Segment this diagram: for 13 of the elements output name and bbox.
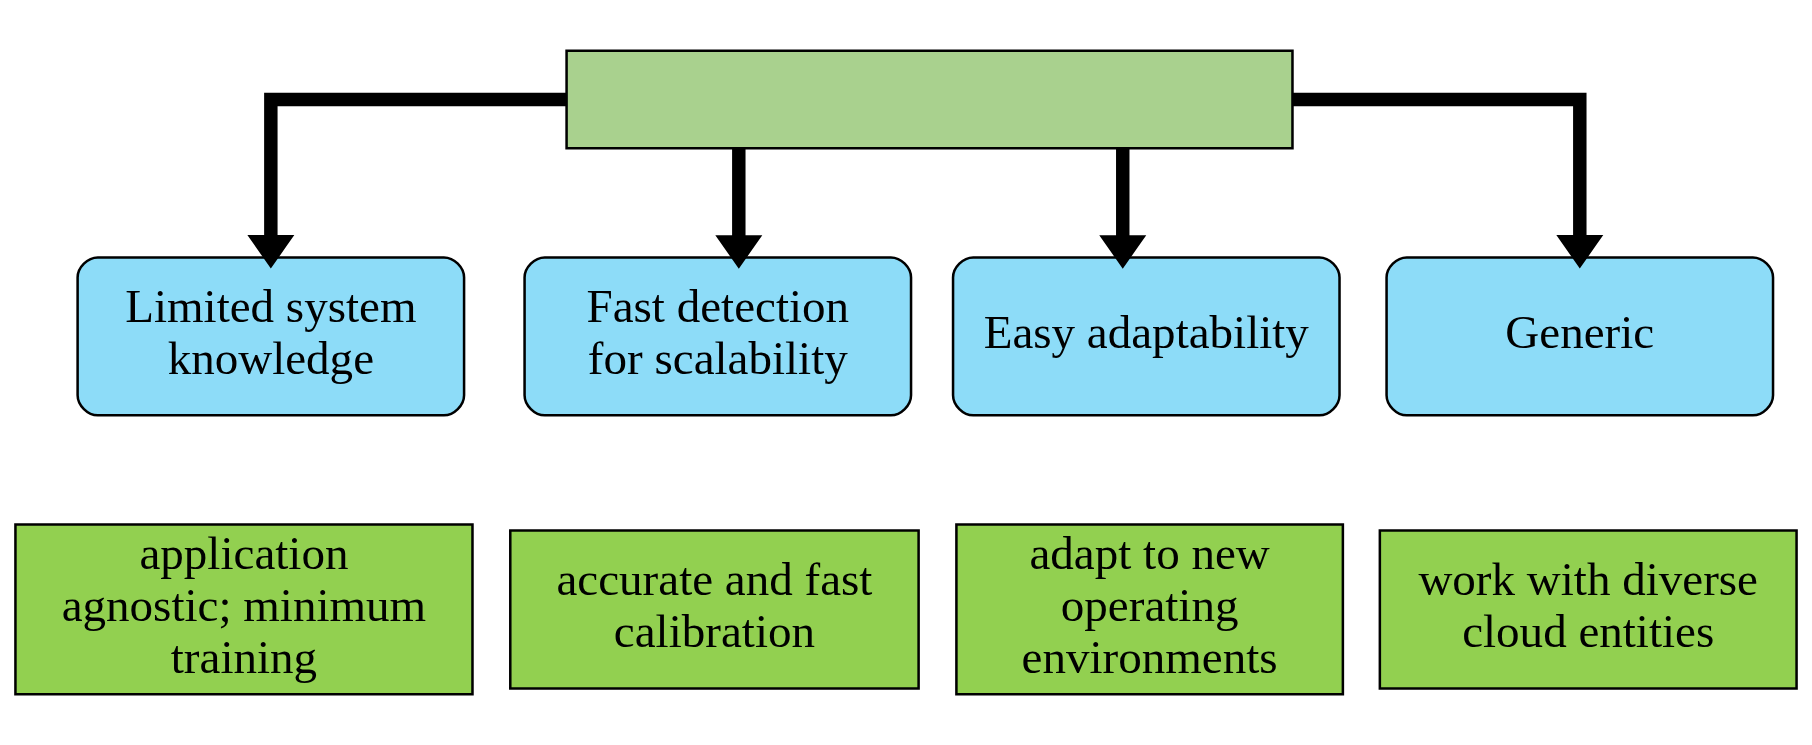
arrow [1099,148,1147,269]
node-box [565,49,1294,150]
node-box: Generic [1385,256,1775,417]
node-box: Fast detection for scalability [523,256,913,417]
arrow [247,92,567,269]
node-box: application agnostic; minimum training [14,523,474,696]
arrow [1292,92,1604,269]
node-box: work with diverse cloud entities [1378,529,1798,690]
node-box: Easy adaptability [951,256,1341,417]
node-box: adapt to new operating environments [955,523,1345,696]
node-box: Limited system knowledge [76,256,466,417]
node-box: accurate and fast calibration [509,529,920,690]
arrow [715,148,763,269]
